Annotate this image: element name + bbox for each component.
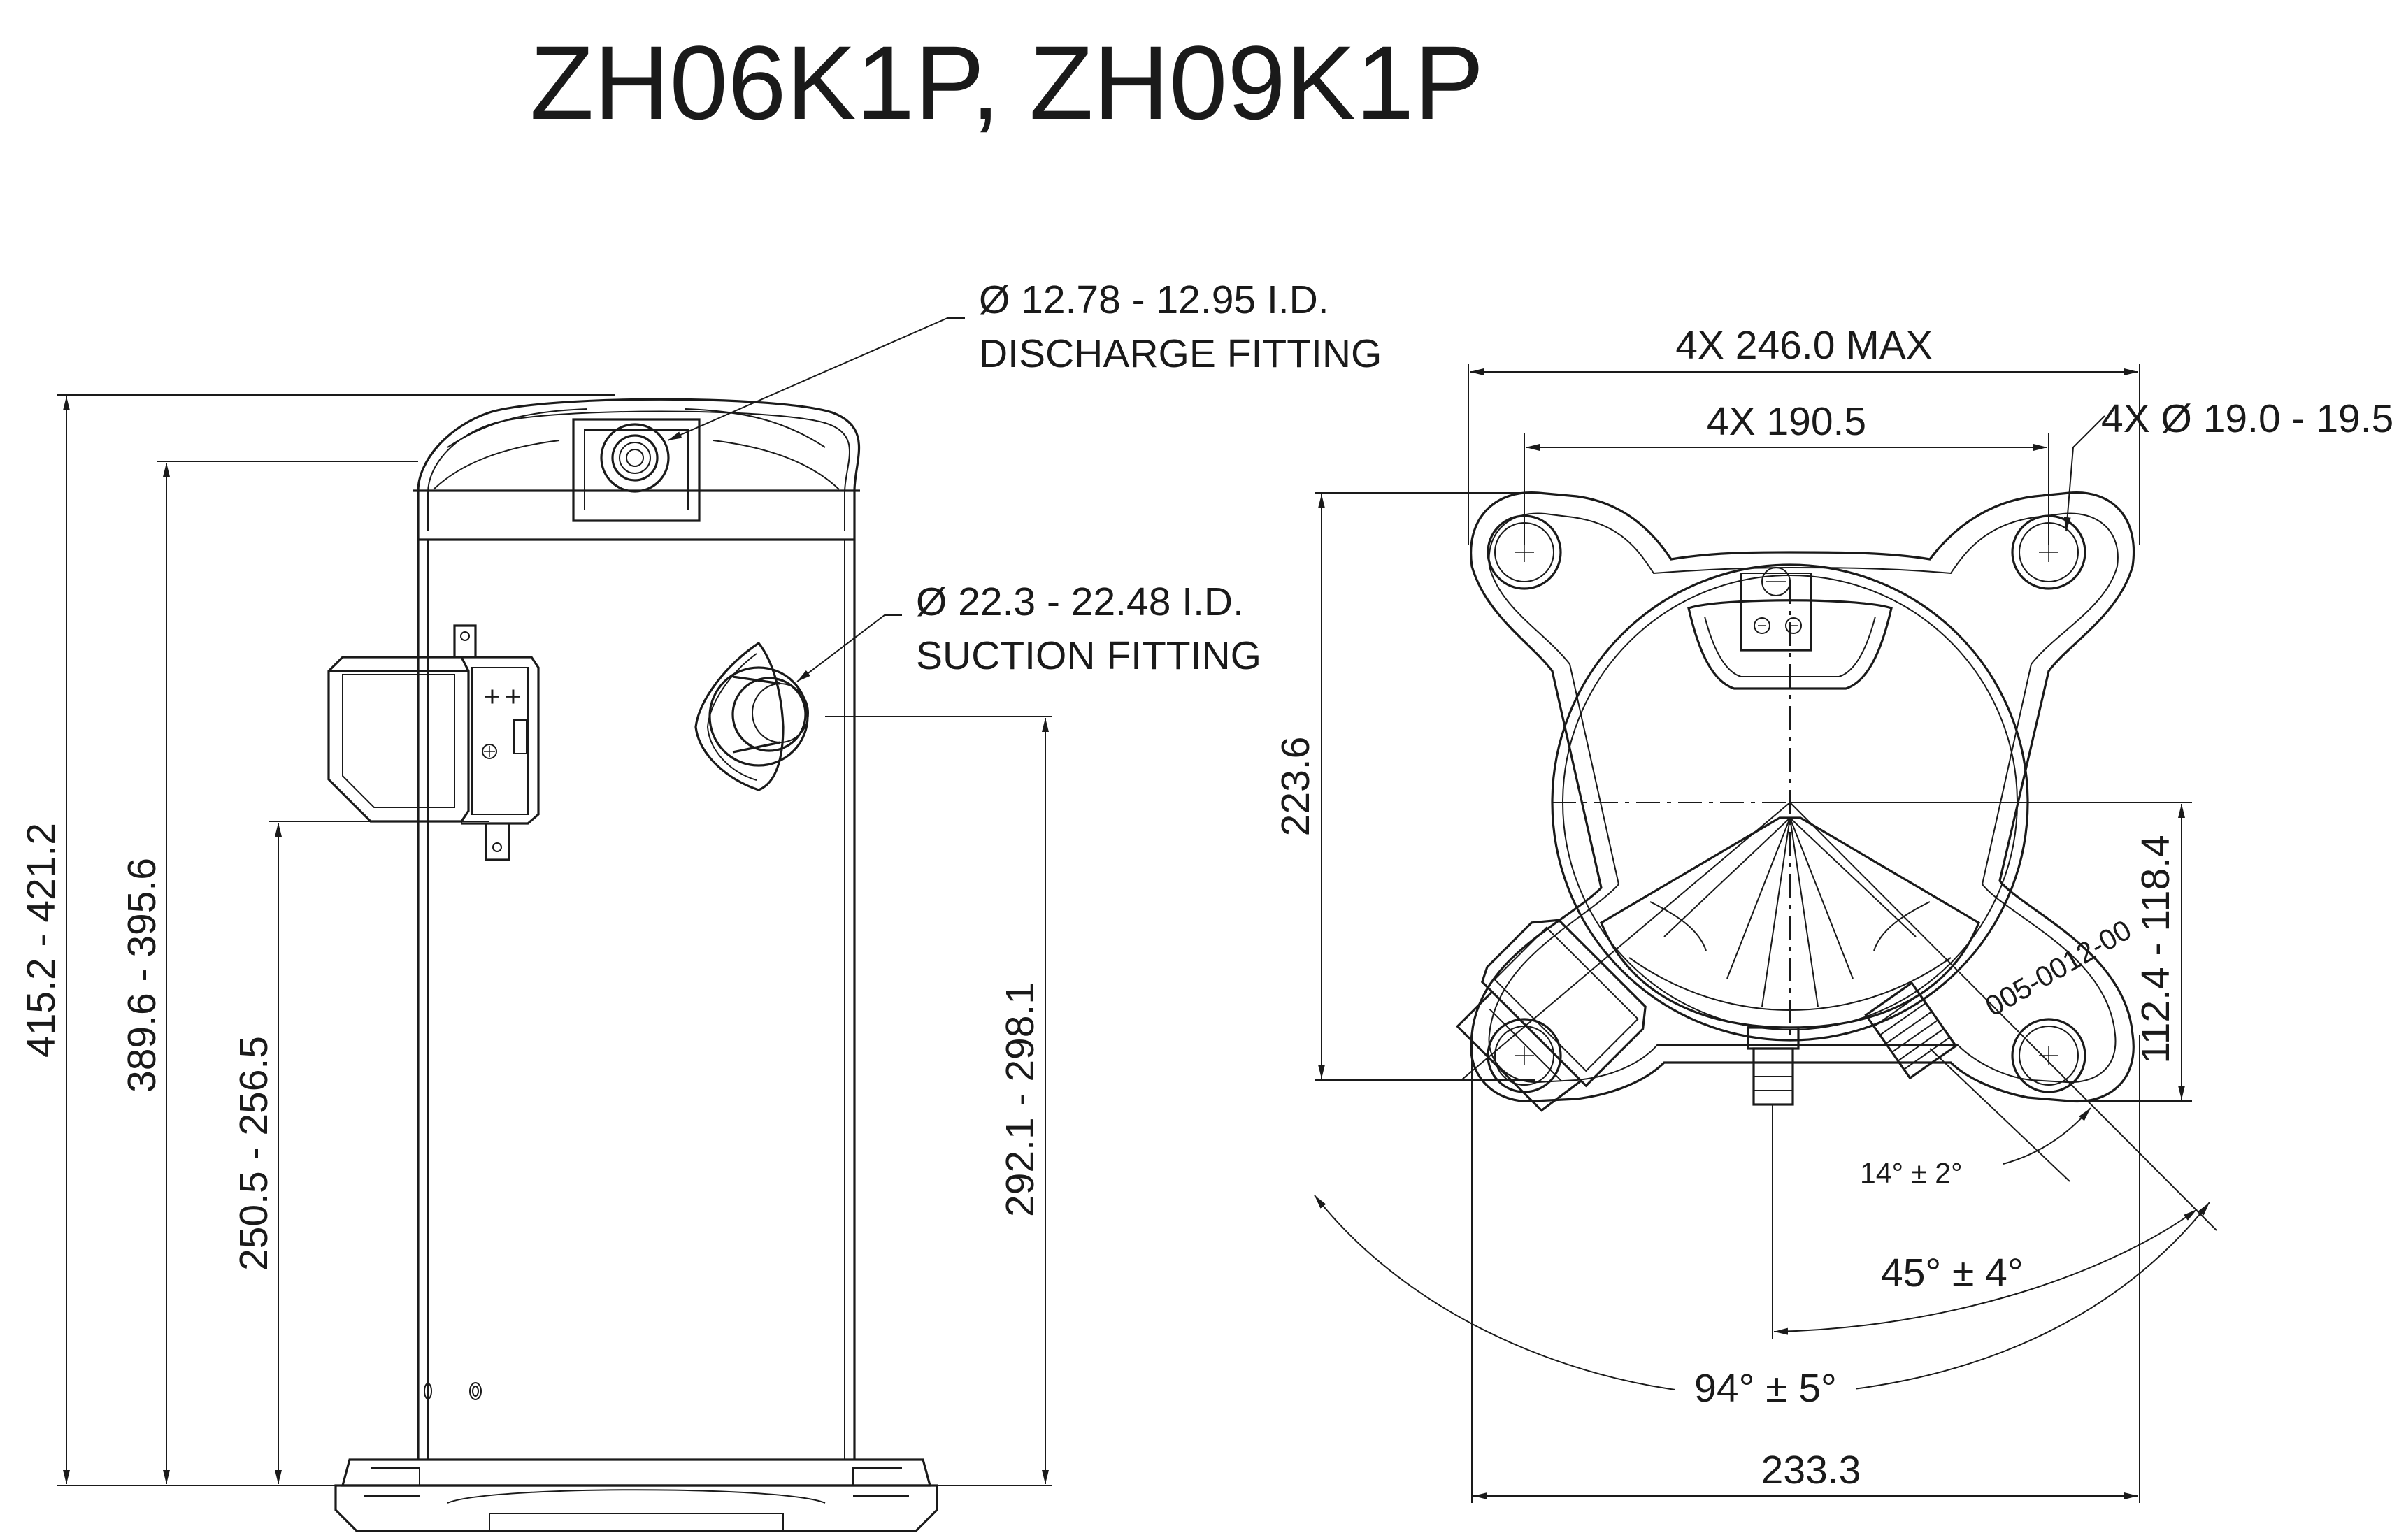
part-mark: 005-0012-00 bbox=[1980, 914, 2137, 1023]
top-view: 005-0012-00 4X 246.0 MAX 4X 190.5 223.6 … bbox=[1273, 323, 2393, 1503]
shell-height-label: 389.6 - 395.6 bbox=[120, 858, 164, 1093]
max-width-label: 4X 246.0 MAX bbox=[1675, 323, 1933, 368]
suction-name-label: SUCTION FITTING bbox=[916, 633, 1261, 678]
mount-holes-label: 4X Ø 19.0 - 19.5 bbox=[2101, 396, 2393, 441]
mount-hole-leader bbox=[2063, 415, 2105, 532]
depth-label: 223.6 bbox=[1273, 737, 1318, 837]
discharge-name-label: DISCHARGE FITTING bbox=[979, 331, 1382, 376]
terminal-plus-sign: + bbox=[484, 680, 501, 712]
terminal-box-height-label: 250.5 - 256.5 bbox=[231, 1036, 276, 1271]
discharge-leader bbox=[667, 317, 965, 441]
svg-text:+: + bbox=[505, 680, 522, 712]
arc-45-deg bbox=[1773, 1209, 2198, 1335]
angle-large-label-bg bbox=[1675, 1363, 1856, 1412]
side-view: + + 415.2 - 421.2 3 bbox=[19, 278, 1382, 1532]
top-terminal-box bbox=[1456, 919, 1647, 1112]
angle-large-label: 94° ± 5° bbox=[1694, 1366, 1837, 1411]
angle-small-label: 14° ± 2° bbox=[1860, 1157, 1962, 1189]
suction-fitting bbox=[694, 641, 809, 791]
offset-label: 112.4 - 118.4 bbox=[2133, 835, 2178, 1063]
overall-height-label: 415.2 - 421.2 bbox=[19, 823, 64, 1058]
drawing-title: ZH06K1P, ZH09K1P bbox=[530, 24, 1484, 141]
discharge-fitting bbox=[600, 423, 670, 493]
suction-leader bbox=[796, 614, 902, 682]
angle-mid-label: 45° ± 4° bbox=[1881, 1251, 2024, 1295]
bolt-spacing-label: 4X 190.5 bbox=[1707, 399, 1866, 444]
bottom-width-label: 233.3 bbox=[1761, 1448, 1861, 1492]
arc-14-deg bbox=[2003, 1107, 2091, 1165]
suction-size-label: Ø 22.3 - 22.48 I.D. bbox=[916, 580, 1244, 624]
suction-height-label: 292.1 - 298.1 bbox=[998, 982, 1043, 1217]
base-plate bbox=[334, 1458, 938, 1532]
discharge-size-label: Ø 12.78 - 12.95 I.D. bbox=[979, 278, 1329, 322]
top-suction-fitting bbox=[1864, 981, 1958, 1080]
top-cap bbox=[413, 398, 861, 540]
terminal-box: + + bbox=[327, 624, 540, 861]
compressor-shell bbox=[417, 538, 856, 1460]
